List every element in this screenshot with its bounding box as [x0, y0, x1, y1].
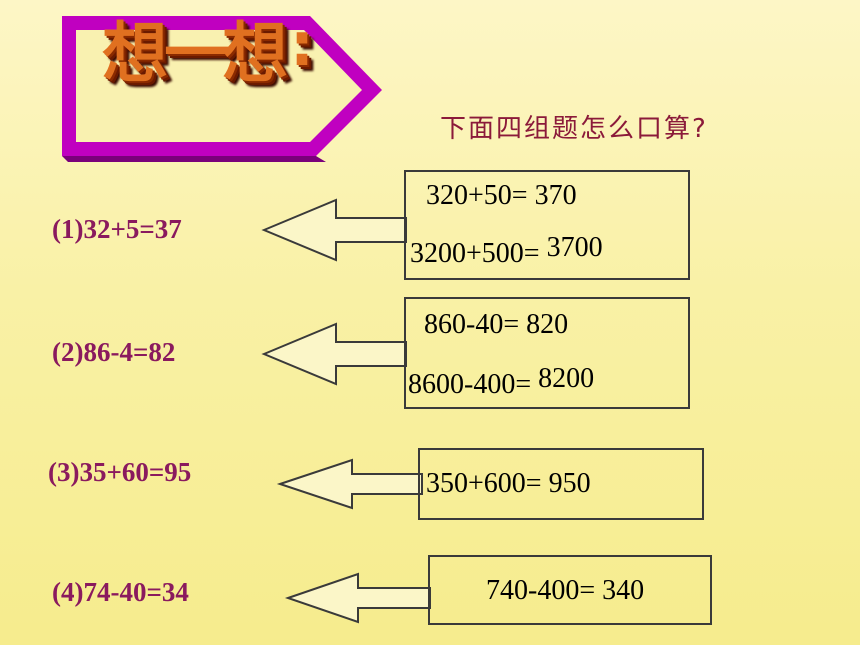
answer: 950 — [548, 468, 591, 499]
equation-3: (3)35+60=95 — [48, 457, 192, 487]
left-arrow-icon — [261, 198, 407, 262]
answer: 3700 — [546, 232, 603, 263]
answer-box-4: 740-400= 340 — [428, 555, 712, 625]
left-arrow-icon — [284, 572, 431, 624]
answer: 340 — [602, 575, 645, 606]
title-char-1: 想 — [102, 15, 168, 92]
title-char-4: : — [290, 10, 314, 80]
left-arrow-icon — [261, 322, 407, 386]
answer-line: 8600-400= 8200 — [408, 363, 594, 401]
banner-frame-shape — [62, 16, 382, 162]
expression: 3200+500= — [410, 238, 540, 269]
answer-line: 3200+500= 3700 — [410, 232, 603, 270]
equation-2: (2)86-4=82 — [52, 337, 176, 367]
left-arrow-icon — [276, 458, 423, 510]
expression: 320+50= — [426, 180, 528, 211]
title-char-3: 想 — [222, 15, 288, 92]
answer-line: 740-400= 340 — [486, 575, 644, 607]
subtitle: 下面四组题怎么口算? — [440, 114, 708, 144]
answer: 820 — [526, 309, 569, 340]
expression: 350+600= — [426, 468, 542, 499]
expression: 860-40= — [424, 309, 520, 340]
answer: 370 — [534, 180, 577, 211]
equation-4: (4)74-40=34 — [52, 577, 189, 607]
answer-line: 350+600= 950 — [426, 468, 591, 500]
expression: 740-400= — [486, 575, 596, 606]
equation-1: (1)32+5=37 — [52, 214, 182, 244]
answer-box-1: 320+50= 370 3200+500= 3700 — [404, 170, 690, 280]
answer: 8200 — [538, 363, 595, 394]
answer-line: 860-40= 820 — [424, 309, 568, 341]
title-banner: 想 一 想 : — [40, 10, 400, 170]
title-char-2: 一 — [164, 15, 230, 92]
answer-box-2: 860-40= 820 8600-400= 8200 — [404, 297, 690, 409]
answer-box-3: 350+600= 950 — [418, 448, 704, 520]
expression: 8600-400= — [408, 369, 532, 400]
answer-line: 320+50= 370 — [426, 180, 577, 212]
